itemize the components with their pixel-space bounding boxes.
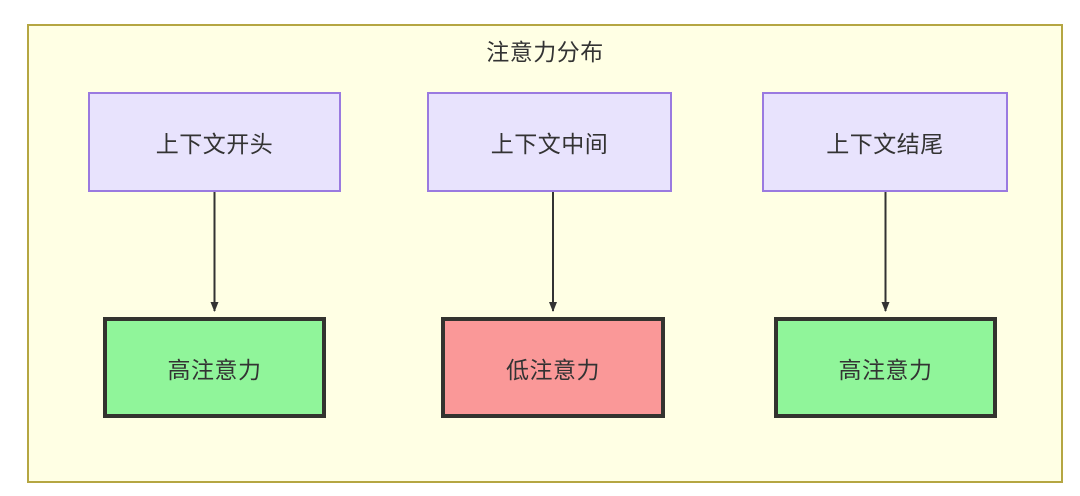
node-context-start[interactable]: 上下文开头 xyxy=(88,92,341,192)
node-context-middle[interactable]: 上下文中间 xyxy=(427,92,672,192)
node-attention-middle[interactable]: 低注意力 xyxy=(441,317,665,418)
node-context-end[interactable]: 上下文结尾 xyxy=(762,92,1008,192)
node-attention-end-label: 高注意力 xyxy=(838,356,933,383)
node-attention-start-label: 高注意力 xyxy=(167,356,262,383)
subgraph-title: 注意力分布 xyxy=(486,39,604,65)
node-attention-start[interactable]: 高注意力 xyxy=(103,317,326,418)
node-attention-end[interactable]: 高注意力 xyxy=(774,317,997,418)
node-context-middle-label: 上下文中间 xyxy=(490,131,609,157)
node-attention-middle-label: 低注意力 xyxy=(506,356,600,383)
node-context-end-label: 上下文结尾 xyxy=(826,131,944,157)
node-context-start-label: 上下文开头 xyxy=(155,131,274,157)
